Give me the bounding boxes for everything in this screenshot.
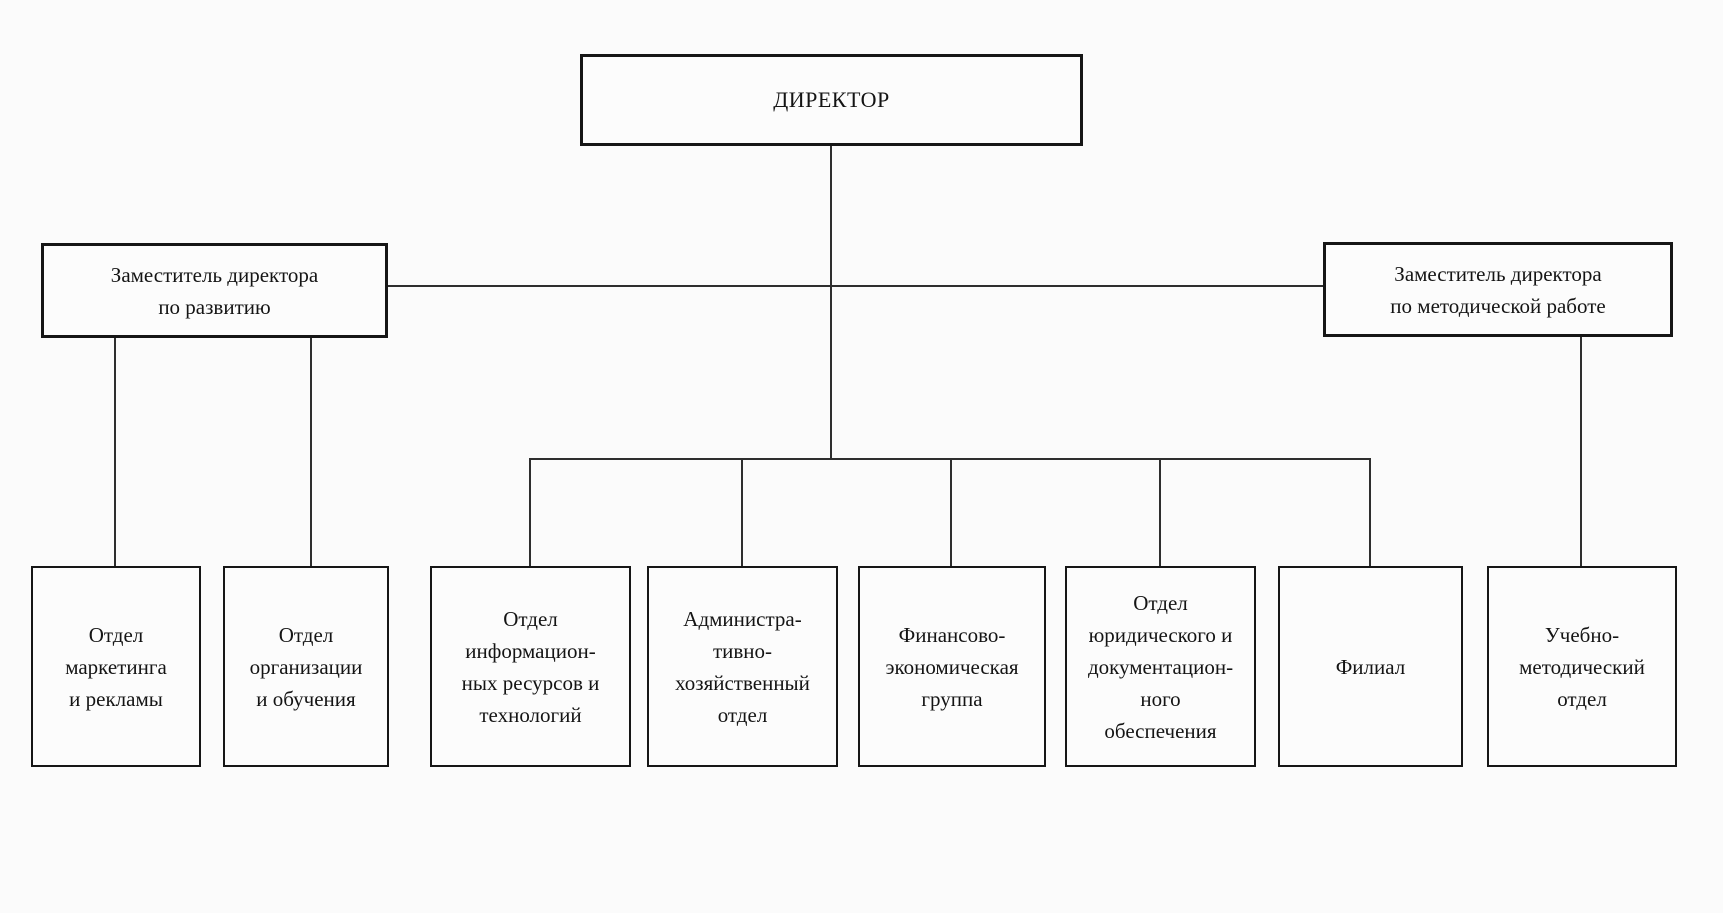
deputy-methodical-box: Заместитель директора по методической ра… — [1323, 242, 1673, 337]
department-finance-economic-label: Финансово- экономическая группа — [885, 622, 1019, 711]
department-organization-training-label: Отдел организации и обучения — [249, 622, 363, 711]
department-educational-methodical-label: Учебно- методический отдел — [1519, 622, 1645, 711]
department-educational-methodical-box: Учебно- методический отдел — [1487, 566, 1677, 767]
drop-line-branch — [1369, 458, 1371, 568]
drop-line-finance-economic — [950, 458, 952, 568]
director-drop-line — [830, 146, 832, 459]
department-information-resources-box: Отдел информацион- ных ресурсов и технол… — [430, 566, 631, 767]
department-information-resources-label: Отдел информацион- ных ресурсов и технол… — [461, 606, 600, 727]
department-organization-training-box: Отдел организации и обучения — [223, 566, 389, 767]
drop-line-educational-methodical — [1580, 336, 1582, 568]
department-branch-label: Филиал — [1335, 654, 1406, 679]
drop-line-information-resources — [529, 458, 531, 568]
deputy-development-box: Заместитель директора по развитию — [41, 243, 388, 338]
director-label: ДИРЕКТОР — [773, 87, 890, 112]
department-branch-box: Филиал — [1278, 566, 1463, 767]
drop-line-administrative — [741, 458, 743, 568]
deputy-methodical-label: Заместитель директора по методической ра… — [1390, 261, 1606, 318]
department-finance-economic-box: Финансово- экономическая группа — [858, 566, 1046, 767]
department-administrative-label: Администра- тивно- хозяйственный отдел — [675, 606, 810, 727]
department-marketing-box: Отдел маркетинга и рекламы — [31, 566, 201, 767]
director-box: ДИРЕКТОР — [580, 54, 1083, 146]
department-legal-documentation-label: Отдел юридического и документацион- ного… — [1087, 590, 1234, 743]
drop-line-legal-documentation — [1159, 458, 1161, 568]
department-administrative-box: Администра- тивно- хозяйственный отдел — [647, 566, 838, 767]
department-marketing-label: Отдел маркетинга и рекламы — [65, 622, 167, 711]
department-legal-documentation-box: Отдел юридического и документацион- ного… — [1065, 566, 1256, 767]
deputy-level-connector-line — [388, 285, 1323, 287]
drop-line-marketing — [114, 337, 116, 568]
deputy-development-label: Заместитель директора по развитию — [110, 262, 319, 319]
drop-line-organization-training — [310, 337, 312, 568]
